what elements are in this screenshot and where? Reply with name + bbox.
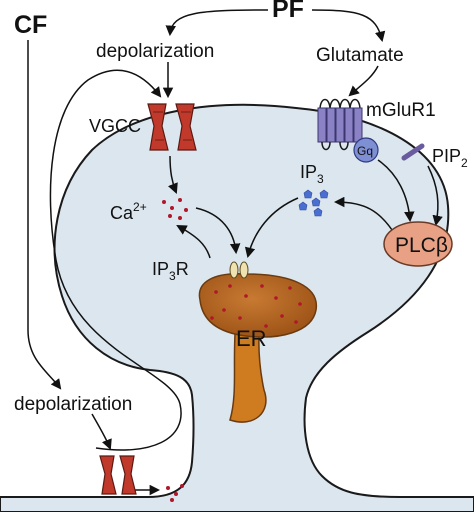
ip3-molecules (298, 189, 329, 217)
vgcc-channel (147, 103, 197, 151)
plcb-enzyme: PLCβ (383, 221, 453, 267)
ip3-label: IP3 (300, 162, 324, 186)
glutamate-label: Glutamate (316, 45, 404, 66)
calcium-ions (162, 198, 188, 220)
ip3r-label: IP3R (152, 259, 189, 283)
depolarization-to-lower-vgcc-arrow (91, 413, 112, 450)
calcium-label: Ca2+ (110, 200, 147, 223)
ip3-receptor (229, 261, 249, 279)
cf-loop-to-vgcc-arrow (49, 69, 182, 451)
cf-to-depolarization-arrow (27, 40, 62, 390)
pip2-label: PIP2 (432, 146, 468, 170)
gq-protein: Gq (353, 137, 379, 163)
endoplasmic-reticulum (198, 273, 318, 423)
cf-label: CF (14, 11, 47, 39)
lower-vgcc-channel (99, 455, 137, 495)
mglur1-label: mGluR1 (366, 100, 436, 121)
gq-label: Gq (357, 144, 373, 158)
gq-to-plcb-arrow (377, 159, 415, 223)
pf-to-depolarization-arrow (165, 9, 269, 37)
depolarization-top-label: depolarization (96, 41, 214, 62)
er-label: ER (236, 326, 267, 351)
pf-to-glutamate-arrow (311, 9, 386, 43)
pf-label: PF (272, 0, 304, 23)
ip3-to-ip3r-arrow (244, 197, 299, 259)
ip3r-to-calcium-arrow (176, 224, 211, 259)
pip2-to-plcb-arrow (427, 165, 443, 227)
vgcc-label: VGCC (89, 116, 141, 136)
plcb-label: PLCβ (395, 234, 448, 257)
calcium-to-ip3r-arrow (195, 207, 241, 255)
pip2-molecule (401, 143, 425, 161)
mglur1-receptor (317, 98, 363, 151)
depolarization-bottom-label: depolarization (14, 394, 132, 415)
vgcc-to-calcium-arrow (168, 155, 178, 194)
lower-calcium-ions (166, 484, 184, 502)
glutamate-to-mglur1-arrow (348, 65, 379, 97)
